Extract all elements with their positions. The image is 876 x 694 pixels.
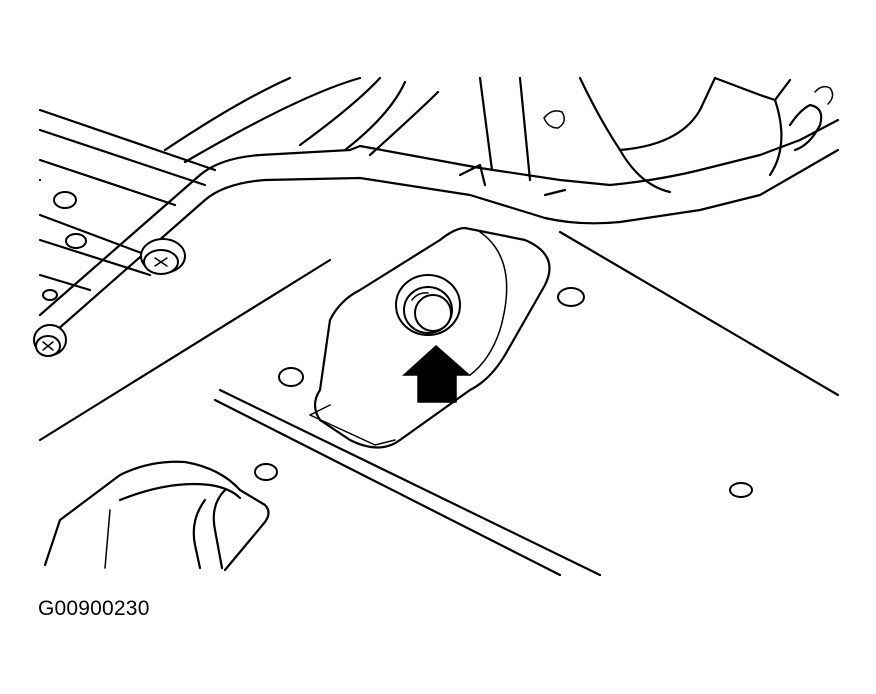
bolt-heads <box>33 238 186 357</box>
frame-rails <box>38 108 217 292</box>
upper-members <box>163 76 532 182</box>
lower-left-component <box>43 460 270 572</box>
upper-right-bracket <box>543 76 834 194</box>
cross-member <box>38 118 840 347</box>
oil-pan-recess <box>309 226 551 449</box>
figure-reference-code: G00900230 <box>38 597 150 620</box>
floor-pan <box>38 230 840 577</box>
bolt-head-left-upper <box>140 238 186 275</box>
bolt-head-left-lower <box>33 324 67 357</box>
arrow-up-icon <box>402 344 471 403</box>
mounting-holes <box>42 191 753 498</box>
drain-plug <box>395 274 461 336</box>
